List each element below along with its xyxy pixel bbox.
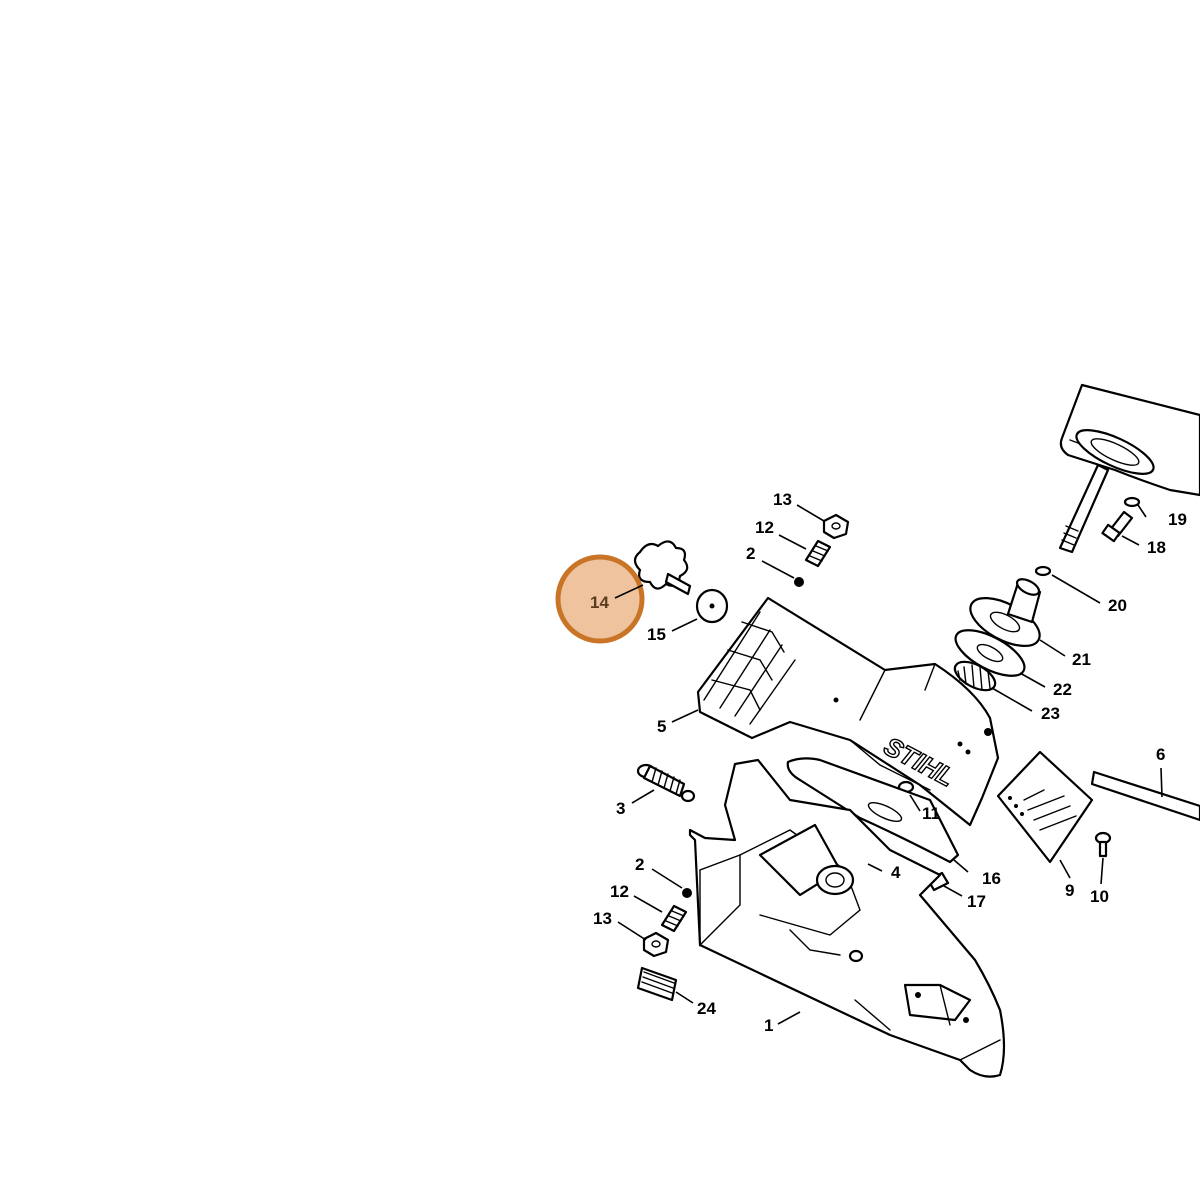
label-1: 1 [764, 1016, 773, 1035]
label-21: 21 [1072, 650, 1091, 669]
label-2-lower: 2 [635, 855, 644, 874]
label-plate-24 [636, 966, 678, 1002]
spring-3 [636, 763, 696, 803]
plate-9 [996, 750, 1094, 864]
screw-10 [1094, 831, 1112, 858]
washer-19 [1123, 496, 1141, 508]
screw-18 [1101, 510, 1134, 543]
label-24: 24 [697, 999, 716, 1018]
label-9: 9 [1065, 881, 1074, 900]
washer-15 [695, 588, 729, 624]
label-19: 19 [1168, 510, 1187, 529]
rod-6 [1090, 770, 1200, 822]
nut-13-upper [822, 513, 850, 540]
label-17: 17 [967, 892, 986, 911]
label-12-upper: 12 [755, 518, 774, 537]
sleeve-12-upper [804, 539, 832, 568]
label-5: 5 [657, 717, 666, 736]
label-10: 10 [1090, 887, 1109, 906]
part-labels: 13 12 2 14 15 5 3 19 18 20 21 22 23 6 11… [590, 490, 1187, 1035]
sleeve-12-lower [660, 904, 688, 933]
label-18: 18 [1147, 538, 1166, 557]
label-2-upper: 2 [746, 544, 755, 563]
label-13-lower: 13 [593, 909, 612, 928]
label-11: 11 [922, 804, 940, 823]
ball-2-upper [794, 577, 804, 587]
label-22: 22 [1053, 680, 1072, 699]
label-16: 16 [982, 869, 1001, 888]
motor-shaft [1058, 463, 1110, 554]
label-14[interactable]: 14 [590, 593, 609, 612]
housing-5: STIHL [696, 596, 1000, 827]
nut-13-lower [642, 931, 670, 958]
label-23: 23 [1041, 704, 1060, 723]
label-12-lower: 12 [610, 882, 629, 901]
label-20: 20 [1108, 596, 1127, 615]
highlight-circle[interactable] [555, 554, 645, 644]
label-4: 4 [891, 863, 901, 882]
nut-23 [953, 660, 997, 692]
motor-housing [1059, 383, 1200, 497]
ring-20 [1034, 565, 1052, 577]
gasket-16 [786, 757, 960, 864]
flange-21 [969, 578, 1042, 647]
label-6: 6 [1156, 745, 1165, 764]
label-13-upper: 13 [773, 490, 792, 509]
label-15: 15 [647, 625, 666, 644]
ball-2-lower [682, 888, 692, 898]
base-housing-1 [688, 758, 1006, 1078]
star-knob-14 [633, 540, 692, 596]
leader-lines [614, 504, 1163, 1025]
label-3: 3 [616, 799, 625, 818]
